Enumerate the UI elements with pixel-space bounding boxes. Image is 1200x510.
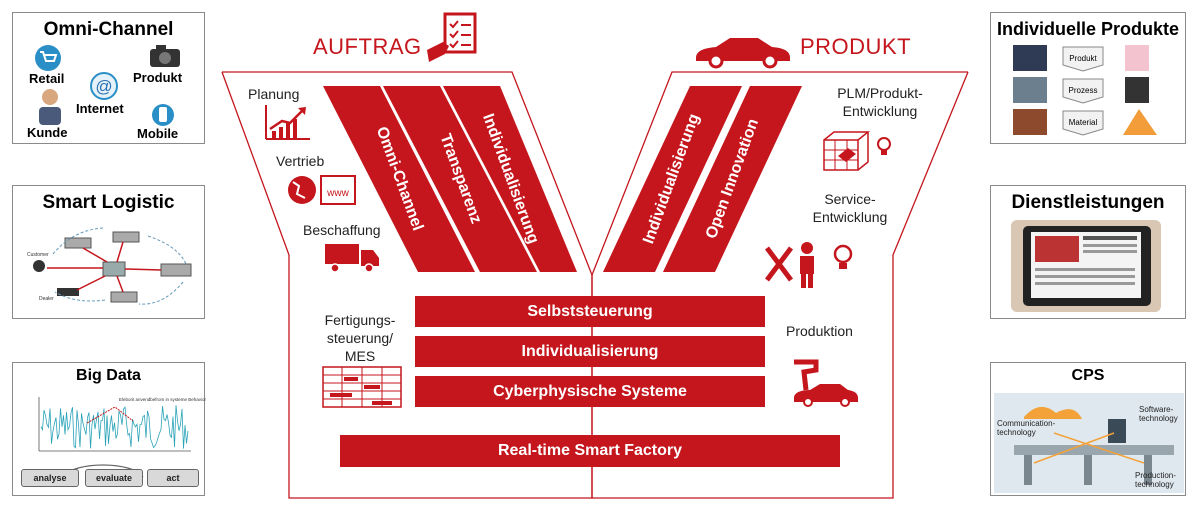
panel-big-data-title: Big Data [76,367,141,384]
robot-car-icon [794,359,858,407]
label-produktion: Produktion [786,323,853,339]
label-dealer: Dealer [39,296,54,302]
cps-factory-image [994,393,1184,493]
label-service: Service- Entwicklung [812,191,888,225]
label-kunde: Kunde [27,125,68,140]
panel-omni-channel: Omni-Channel Retail Produkt @ Internet K… [12,12,205,144]
header-auftrag: AUFTRAG [313,34,422,59]
schedule-table-icon [322,366,402,408]
svg-text:www: www [326,188,349,199]
panel-omni-channel-title: Omni-Channel [43,19,174,40]
logistic-network-diagram: Customer Dealer [27,227,192,305]
label-production-technology: Production- technology [1135,471,1176,489]
checklist-icon [427,12,477,62]
panel-cps: CPS Communication- technology Software- … [990,362,1186,496]
label-produkt: Produkt [133,70,183,85]
bar-real-time-smart-factory: Real-time Smart Factory [340,435,840,467]
label-vertrieb: Vertrieb [276,153,325,169]
v-right-outline [591,71,969,499]
truck-icon [325,244,379,273]
svg-text:@: @ [95,77,112,96]
tablet-image [1011,220,1161,312]
bar-cyberphysische-systeme: Cyberphysische Systeme [415,376,765,407]
at-sign-icon: @ [90,72,118,100]
mobile-icon [152,104,174,126]
panel-smart-logistic: Smart Logistic Customer Dealer [12,185,205,319]
panel-big-data: Big Data Eleborit anvendbefrom in system… [12,362,207,496]
label-mobile: Mobile [137,126,179,141]
big-data-chart: Eleborit anvendbefrom in systeme Behavio… [38,397,207,452]
label-retail: Retail [29,71,65,86]
panel-individuelle-produkte-title: Individuelle Produkte [996,19,1180,39]
label-fertigung: Fertigungs- steuerung/ MES [324,312,396,364]
big-data-caption: Eleborit anvendbefrom in systeme Behavio… [119,397,207,402]
camera-icon [150,45,180,67]
cube-network-icon [823,131,891,171]
panel-individuelle-produkte: Individuelle Produkte Produkt Prozess Ma… [990,12,1186,144]
cart-icon [35,45,61,71]
button-analyse[interactable]: analyse [21,469,79,487]
label-communication-technology: Communication- technology [997,419,1056,437]
label-customer: Customer [27,252,49,258]
panel-dienstleistungen: Dienstleistungen [990,185,1186,319]
label-prozess-box: Prozess [1069,86,1098,95]
globe-www-icon: www [288,175,356,205]
header-produkt: PRODUKT [800,34,912,59]
car-icon [696,38,790,69]
tools-worker-icon [765,242,853,288]
label-produkt-box: Produkt [1069,54,1097,63]
stripe-shape-2 [383,86,537,272]
person-icon [39,89,61,125]
bar-individualisierung: Individualisierung [415,336,765,367]
stripe-shape-1 [323,86,475,272]
button-act[interactable]: act [147,469,199,487]
label-beschaffung: Beschaffung [303,222,381,238]
product-images: Produkt Prozess Material [1013,45,1157,136]
panel-cps-title: CPS [1071,367,1105,384]
growth-chart-icon [265,105,310,140]
button-evaluate[interactable]: evaluate [85,469,143,487]
label-software-technology: Software- technology [1139,405,1178,423]
panel-smart-logistic-title: Smart Logistic [42,192,175,213]
stripe-shape-r2 [663,86,802,272]
stripe-shape-3 [443,86,577,272]
label-internet: Internet [76,101,124,116]
label-material-box: Material [1069,118,1098,127]
bar-selbststeuerung: Selbststeuerung [415,296,765,327]
stripe-shape-r1 [603,86,742,272]
label-planung: Planung [248,86,300,102]
panel-dienstleistungen-title: Dienstleistungen [1011,192,1165,213]
label-plm: PLM/Produkt- Entwicklung [837,85,923,119]
